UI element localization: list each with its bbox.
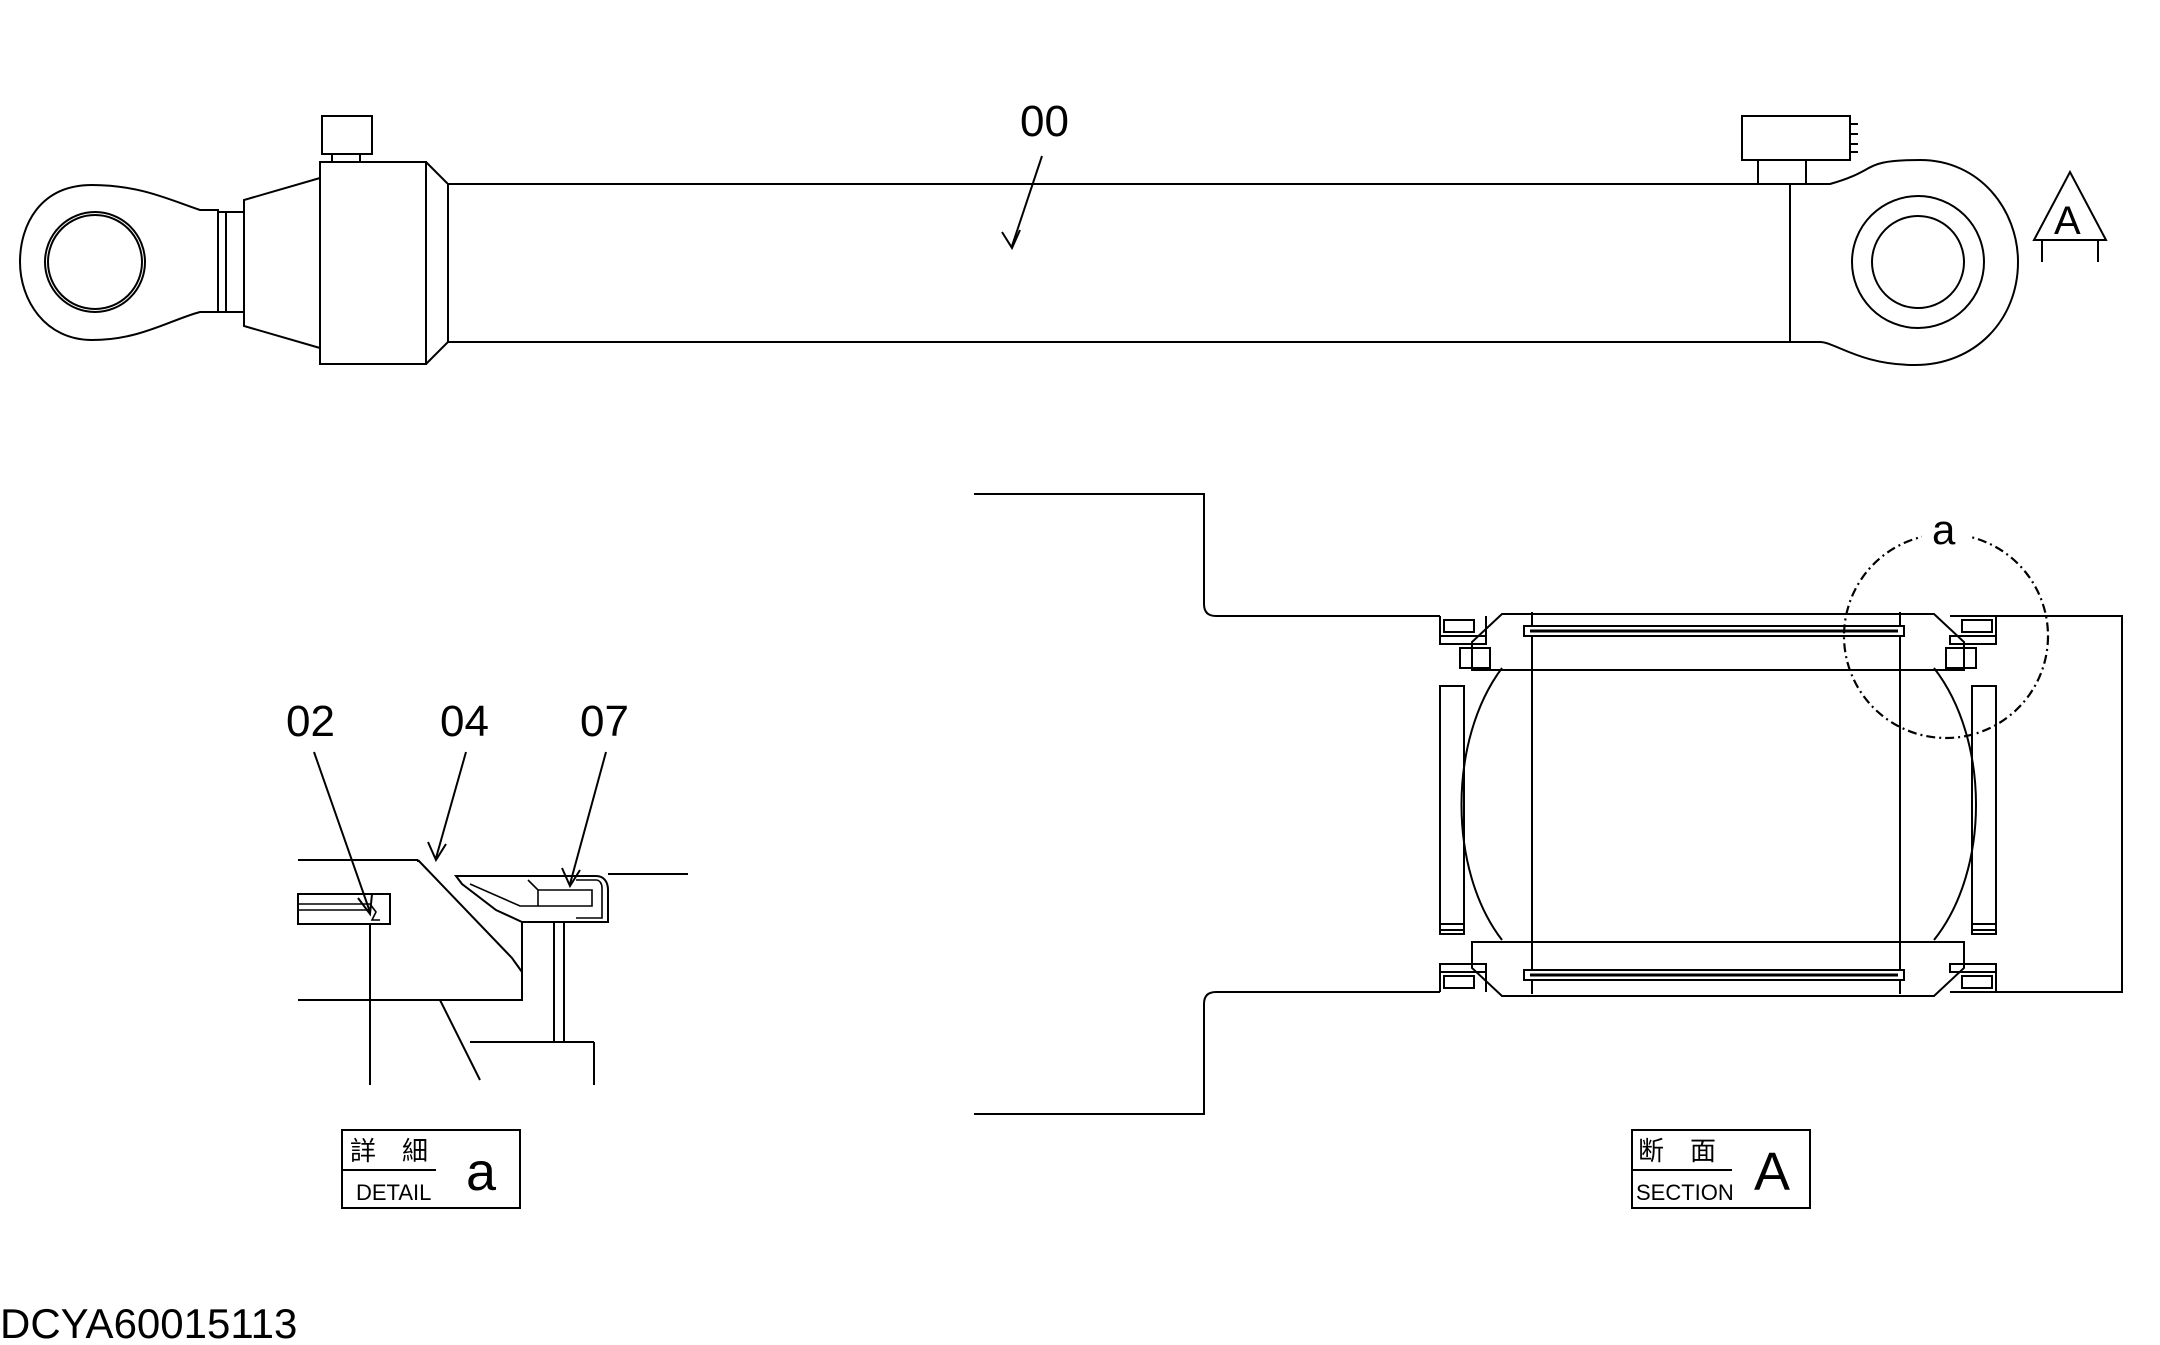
section-title-box: 断 面 SECTION A <box>1631 1129 1811 1209</box>
section-seal-top-left <box>1439 616 1487 645</box>
cap-end-eye <box>1790 158 2020 367</box>
detail-bushing <box>297 893 391 1085</box>
port-block <box>1741 115 1858 185</box>
detail-title-box: 詳 細 DETAIL a <box>341 1129 521 1209</box>
detail-circle-letter: a <box>1932 506 1956 553</box>
section-seal-bottom-right <box>1949 963 1997 993</box>
detail-box-en-label: DETAIL <box>356 1180 431 1205</box>
section-a-view: a <box>974 493 2123 1115</box>
detail-box-letter: a <box>466 1142 497 1202</box>
detail-seal <box>454 873 688 1042</box>
detail-leader-07 <box>561 751 607 889</box>
cylinder-head <box>243 115 449 365</box>
section-marker-letter: A <box>2054 199 2081 243</box>
detail-a-circle: a <box>1842 506 2050 740</box>
section-top-bushing <box>1471 613 1965 671</box>
section-bottom-bushing <box>1471 941 1965 997</box>
detail-part-02-label: 02 <box>286 697 335 746</box>
section-seal-top-right <box>1949 615 1997 645</box>
section-seal-bottom-left <box>1439 963 1487 992</box>
document-id: DCYA60015113 <box>0 1300 297 1345</box>
detail-box-jp-label: 詳 細 <box>350 1137 428 1167</box>
section-box-letter: A <box>1754 1142 1790 1202</box>
section-box-en-label: SECTION <box>1636 1180 1734 1205</box>
detail-leader-02 <box>313 751 373 917</box>
assembly-leader-arrow <box>1001 155 1043 251</box>
cylinder-tube <box>448 183 1791 343</box>
detail-a-view: 02 04 07 <box>286 697 688 1085</box>
section-marker: A <box>2032 169 2108 262</box>
detail-leader-04 <box>427 751 467 863</box>
rod-end-eye <box>18 183 244 342</box>
detail-part-04-label: 04 <box>440 697 489 746</box>
section-box-jp-label: 断 面 <box>1638 1137 1716 1167</box>
detail-part-07-label: 07 <box>580 697 629 746</box>
assembly-part-number: 00 <box>1020 97 1069 146</box>
cylinder-assembly: 00 A <box>18 97 2108 367</box>
